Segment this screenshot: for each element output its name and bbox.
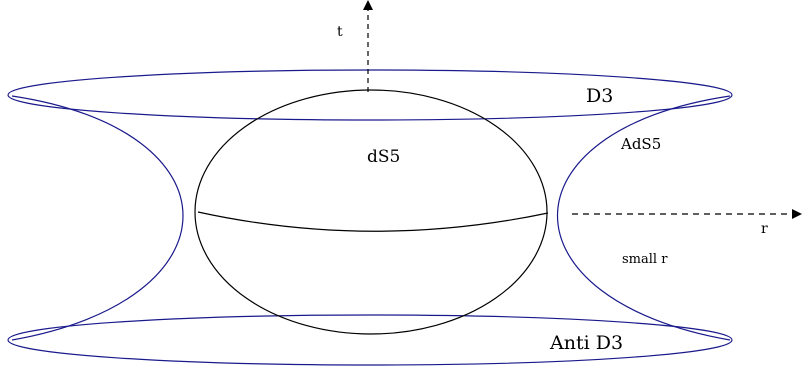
r-axis-label: r <box>761 221 768 237</box>
ads5-label: AdS5 <box>620 135 661 153</box>
small-r-label: small r <box>622 252 668 267</box>
d3-label: D3 <box>586 85 613 107</box>
right-throat-curve <box>556 95 731 341</box>
sphere-equator-curve <box>197 211 549 232</box>
d3-brane-ellipse <box>7 69 733 121</box>
anti-d3-label: Anti D3 <box>549 332 623 354</box>
ds5-sphere <box>194 89 548 335</box>
anti-d3-brane-ellipse <box>7 314 733 366</box>
ds5-label: dS5 <box>367 147 400 167</box>
left-throat-curve <box>11 95 184 341</box>
t-axis-label: t <box>337 24 343 40</box>
